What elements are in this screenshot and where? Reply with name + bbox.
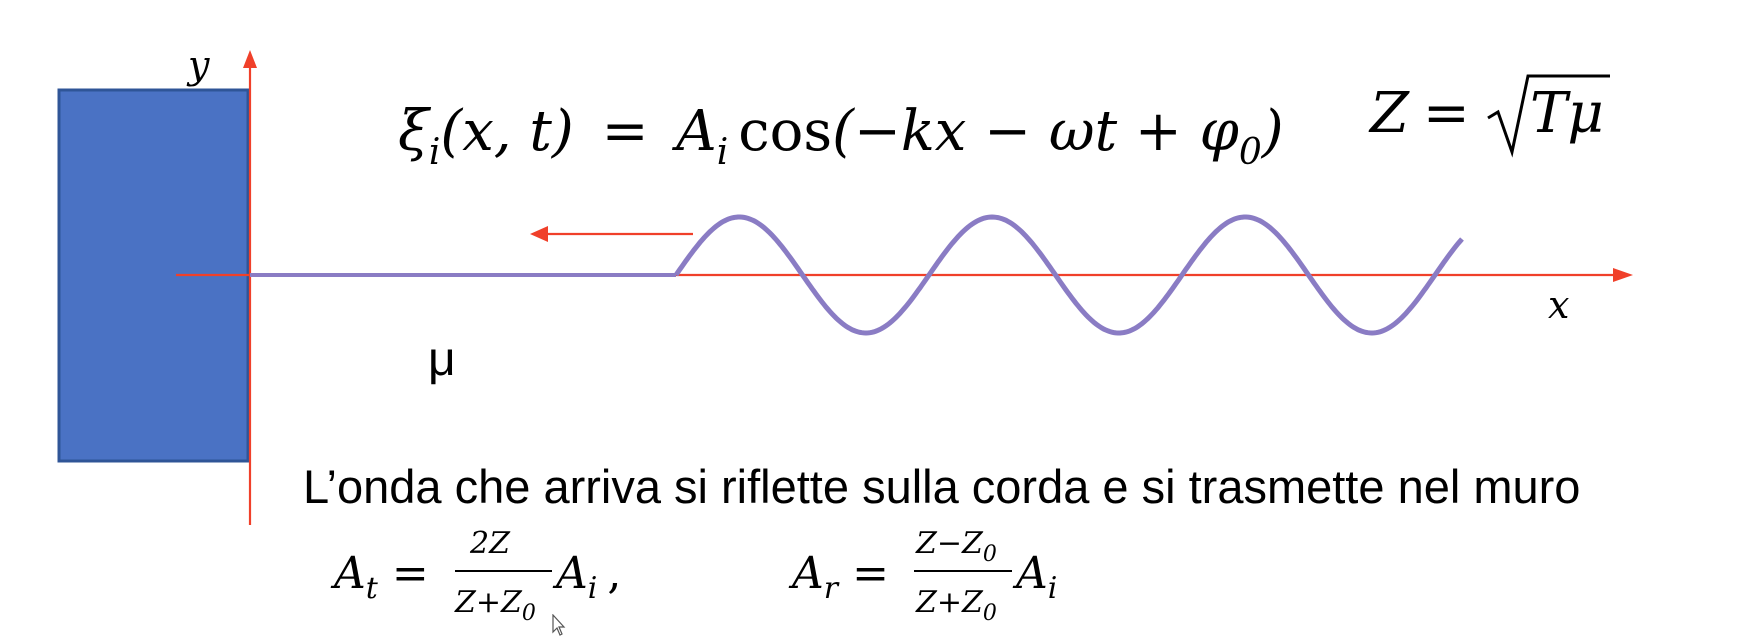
impedance-equation: Z= Tμ: [1368, 74, 1610, 158]
svg-text:Z+Z0: Z+Z0: [915, 585, 997, 626]
medium-label: μ: [428, 333, 456, 386]
incident-wave: [673, 214, 1464, 336]
x-axis-arrowhead: [1613, 268, 1633, 282]
svg-text:Ar=: Ar=: [788, 548, 889, 606]
mouse-cursor-icon: [552, 614, 566, 636]
description-text: L’onda che arriva si riflette sulla cord…: [303, 460, 1580, 513]
x-axis-label: x: [1548, 283, 1569, 327]
y-axis-label: y: [186, 43, 210, 87]
svg-text:Ai: Ai: [1012, 548, 1057, 606]
svg-text:2Z: 2Z: [469, 526, 511, 561]
svg-text:Tμ: Tμ: [1530, 81, 1604, 146]
propagation-arrowhead: [530, 226, 548, 242]
svg-text:Z=: Z=: [1368, 81, 1470, 146]
reflected-amplitude-formula: Ar= Z−Z0 Z+Z0 Ai: [788, 526, 1057, 626]
transmitted-amplitude-formula: At= 2Z Z+Z0 Ai,: [330, 526, 621, 626]
square-root-sign: [1487, 74, 1610, 158]
svg-text:At=: At=: [330, 548, 429, 606]
svg-text:Z+Z0: Z+Z0: [454, 585, 536, 626]
svg-text:Ai,: Ai,: [552, 548, 621, 606]
y-axis-arrowhead: [243, 50, 257, 68]
svg-text:Z−Z0: Z−Z0: [915, 526, 997, 567]
